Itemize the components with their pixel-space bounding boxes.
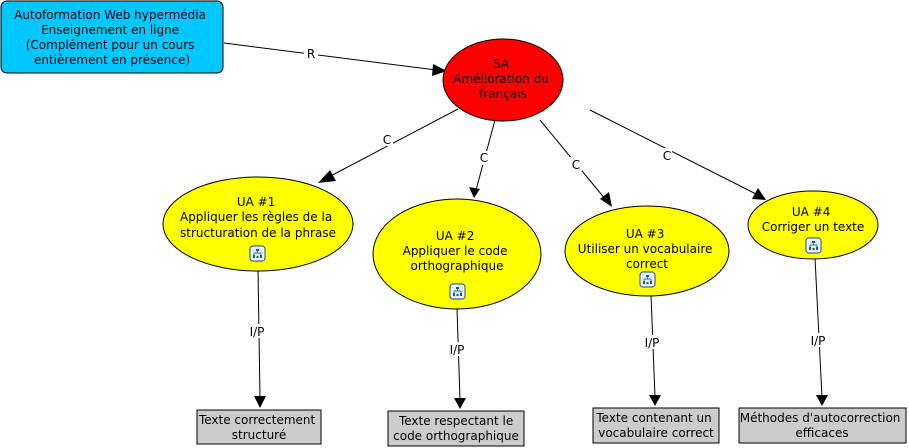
arrow-head bbox=[816, 395, 828, 406]
source-line: entièrement en présence) bbox=[34, 53, 190, 67]
outcome-node-3[interactable]: Texte contenant un vocabulaire correct bbox=[592, 407, 720, 444]
outcome-line: structuré bbox=[232, 428, 286, 442]
ua-line: Corriger un texte bbox=[762, 220, 865, 234]
source-node[interactable]: Autoformation Web hypermédia Enseignemen… bbox=[0, 0, 224, 74]
arrow-head bbox=[469, 187, 480, 198]
ua-line: UA #1 bbox=[237, 195, 276, 209]
link-label-ip3: I/P bbox=[645, 336, 660, 350]
arrow-head bbox=[649, 395, 661, 406]
link-label-ip1: I/P bbox=[250, 325, 265, 339]
submap-icon[interactable] bbox=[639, 271, 656, 288]
ua-line: UA #2 bbox=[436, 229, 475, 243]
ua-node-3[interactable]: UA #3 Utiliser un vocabulaire correct bbox=[564, 205, 730, 297]
source-line: Autoformation Web hypermédia bbox=[14, 8, 206, 22]
source-line: Enseignement en ligne bbox=[41, 23, 179, 37]
ua-line: structuration de la phrase bbox=[180, 226, 336, 240]
root-line: SA bbox=[493, 57, 510, 71]
link-label-c4: C bbox=[663, 149, 671, 163]
link-label-ip4: I/P bbox=[811, 334, 826, 348]
outcome-line: vocabulaire correct bbox=[598, 426, 714, 440]
outcome-node-2[interactable]: Texte respectant le code orthographique bbox=[387, 410, 525, 447]
ua-line: UA #4 bbox=[792, 205, 831, 219]
svg-text:Autoformation Web hypermédia: Autoformation Web hypermédia Enseignemen… bbox=[14, 8, 210, 67]
svg-text:UA #2 Appliquer le code: UA #2 Appliquer le code orthographique bbox=[403, 229, 512, 273]
arrow-head bbox=[600, 192, 612, 207]
ua-line: Utiliser un vocabulaire bbox=[578, 242, 713, 256]
svg-text:Texte contenant un vocab: Texte contenant un vocabulaire correct bbox=[595, 411, 715, 440]
arrow-head bbox=[254, 396, 266, 408]
outcome-line: Méthodes d'autocorrection bbox=[740, 411, 901, 425]
submap-icon[interactable] bbox=[449, 283, 466, 300]
arrow-head bbox=[752, 188, 766, 200]
link-label-r: R bbox=[307, 47, 315, 61]
ua-node-2[interactable]: UA #2 Appliquer le code orthographique bbox=[372, 198, 542, 310]
svg-text:UA #1 Appliquer les règl: UA #1 Appliquer les règles de la structu… bbox=[180, 195, 336, 240]
outcome-line: Texte respectant le bbox=[398, 414, 513, 428]
ua-node-4[interactable]: UA #4 Corriger un texte bbox=[747, 190, 879, 260]
outcome-line: Texte correctement bbox=[198, 413, 316, 427]
svg-text:SA Amélioration du: SA Amélioration du français bbox=[453, 57, 552, 101]
outcome-node-1[interactable]: Texte correctement structuré bbox=[196, 409, 322, 445]
svg-text:Texte respectant le code: Texte respectant le code orthographique bbox=[393, 414, 519, 443]
link-label-ip2: I/P bbox=[450, 343, 465, 357]
link-label-c1: C bbox=[383, 133, 391, 147]
ua-line: orthographique bbox=[411, 259, 504, 273]
submap-icon[interactable] bbox=[249, 245, 266, 262]
link-ua4-outcome4 bbox=[814, 257, 823, 398]
ua-line: UA #3 bbox=[626, 227, 665, 241]
outcome-line: Texte contenant un bbox=[595, 411, 711, 425]
svg-text:Méthodes d'autocorrection: Méthodes d'autocorrection efficaces bbox=[740, 411, 905, 440]
root-line: français bbox=[479, 87, 527, 101]
arrow-head bbox=[432, 64, 447, 76]
root-line: Amélioration du bbox=[453, 72, 549, 86]
arrow-head bbox=[454, 398, 466, 409]
link-source-root bbox=[223, 42, 437, 71]
outcome-line: code orthographique bbox=[393, 429, 519, 443]
ua-line: Appliquer les règles de la bbox=[180, 210, 332, 224]
link-label-c2: C bbox=[480, 151, 488, 165]
link-label-c3: C bbox=[572, 158, 580, 172]
ua-line: Appliquer le code bbox=[403, 244, 508, 258]
svg-text:UA #4 Corriger un texte: UA #4 Corriger un texte bbox=[762, 205, 865, 234]
svg-text:Texte correctement struc: Texte correctement structuré bbox=[198, 413, 319, 442]
ua-node-1[interactable]: UA #1 Appliquer les règles de la structu… bbox=[162, 176, 354, 272]
ua-line: correct bbox=[626, 257, 668, 271]
outcome-node-4[interactable]: Méthodes d'autocorrection efficaces bbox=[738, 407, 907, 444]
svg-text:UA #3 Utiliser un vocabu: UA #3 Utiliser un vocabulaire correct bbox=[578, 227, 716, 271]
outcome-line: efficaces bbox=[795, 426, 848, 440]
root-node-sa[interactable]: SA Amélioration du français bbox=[442, 38, 564, 122]
links-layer: R C C C C I/P I/P I/P I/P bbox=[223, 42, 830, 409]
submap-icon[interactable] bbox=[805, 237, 822, 254]
source-line: (Complément pour un cours bbox=[26, 38, 195, 52]
link-root-ua4 bbox=[589, 109, 761, 197]
arrow-head bbox=[318, 170, 336, 183]
link-label-bg bbox=[304, 46, 318, 60]
